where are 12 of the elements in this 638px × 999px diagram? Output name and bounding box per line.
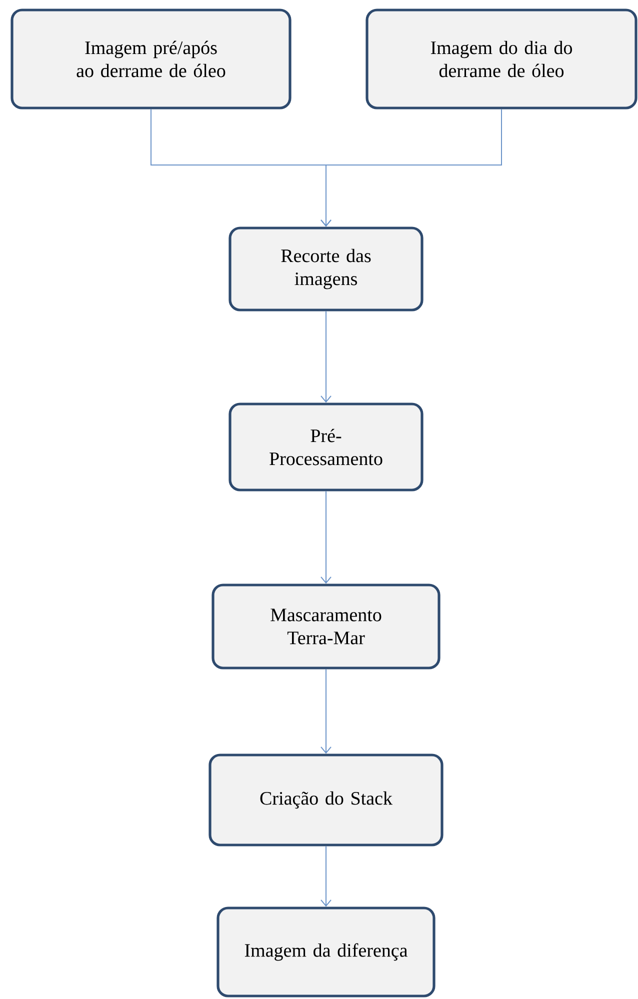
arrow <box>320 108 502 227</box>
process-box: Recorte das imagens <box>228 226 424 312</box>
process-box: Pré-Processamento <box>228 402 424 492</box>
process-box: Imagem da diferença <box>216 906 436 998</box>
process-box: Mascaramento Terra-Mar <box>212 584 440 670</box>
arrow <box>320 668 332 754</box>
arrow <box>320 490 332 584</box>
process-box: Criação do Stack <box>208 754 444 846</box>
process-box: Imagem do dia do derrame de óleo <box>366 8 638 110</box>
arrow <box>320 846 332 907</box>
arrow <box>320 310 332 403</box>
process-box: Imagem pré/após ao derrame de óleo <box>10 8 292 110</box>
